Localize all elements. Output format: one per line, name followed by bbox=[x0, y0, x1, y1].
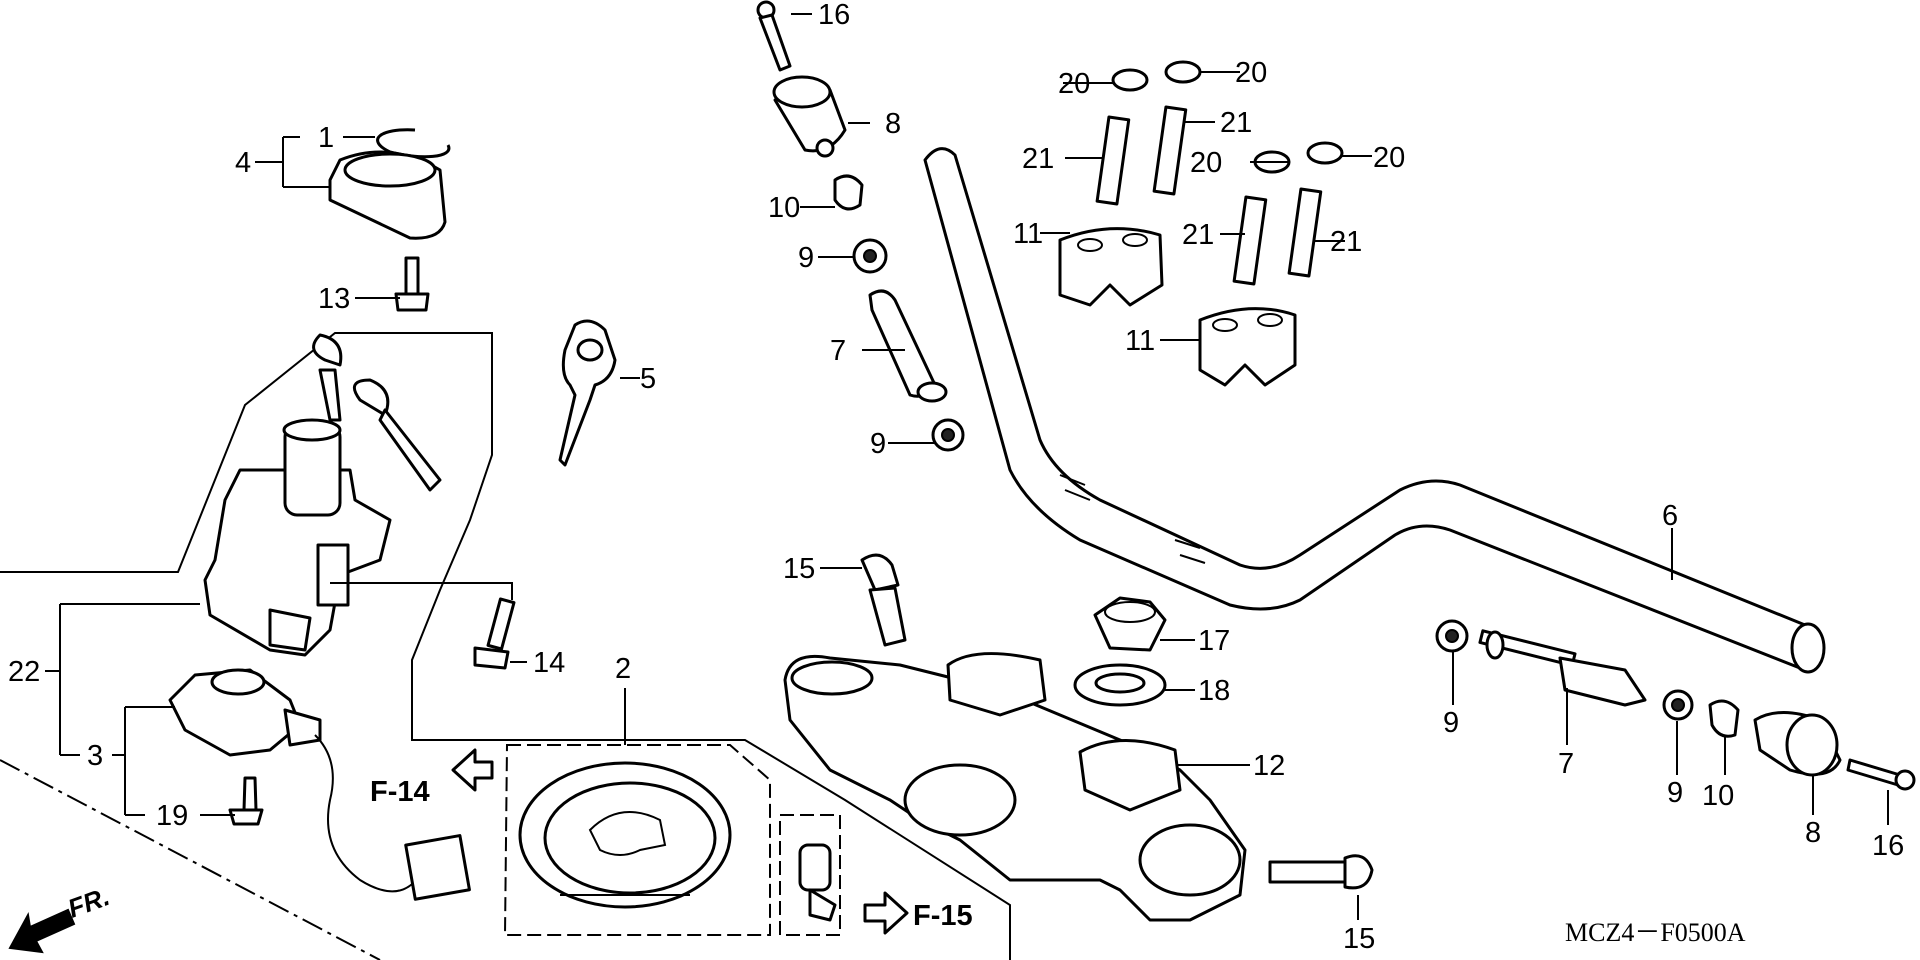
callout-20-d: 20 bbox=[1373, 142, 1405, 174]
part-9-lower-washer bbox=[931, 418, 965, 452]
part-9-upper-washer bbox=[852, 238, 888, 274]
callout-11-upper: 11 bbox=[1013, 218, 1043, 250]
callout-9-upper: 9 bbox=[798, 242, 814, 274]
callout-5: 5 bbox=[640, 363, 656, 395]
reference-f14-label: F-14 bbox=[370, 776, 430, 808]
part-16-upper-screw bbox=[756, 0, 792, 72]
part-2-lock-cylinder bbox=[798, 843, 837, 922]
callout-3: 3 bbox=[87, 740, 103, 772]
part-15-lower-bolt bbox=[1268, 854, 1374, 890]
reference-f15: F-15 bbox=[863, 891, 973, 935]
callout-12: 12 bbox=[1253, 750, 1285, 782]
part-10-right-clip bbox=[1708, 699, 1740, 738]
callout-7-right: 7 bbox=[1558, 748, 1574, 780]
part-10-upper-clip bbox=[833, 174, 864, 211]
callout-19: 19 bbox=[156, 800, 188, 832]
reference-f14: F-14 bbox=[370, 748, 494, 808]
callout-22: 22 bbox=[8, 656, 40, 688]
arrow-right-icon bbox=[863, 891, 909, 935]
part-8-upper-weight bbox=[772, 75, 847, 158]
callout-13: 13 bbox=[318, 283, 350, 315]
callout-16-right: 16 bbox=[1872, 830, 1904, 862]
callout-1: 1 bbox=[318, 122, 334, 154]
callout-9-right-1: 9 bbox=[1443, 707, 1459, 739]
callout-20-b: 20 bbox=[1235, 57, 1267, 89]
front-direction-indicator: FR. bbox=[8, 881, 114, 954]
reference-f15-label: F-15 bbox=[913, 900, 973, 932]
callout-9-right-2: 9 bbox=[1667, 777, 1683, 809]
callout-18: 18 bbox=[1198, 675, 1230, 707]
part-18-washer bbox=[1073, 663, 1167, 707]
leader-lines bbox=[45, 13, 1889, 920]
part-6-handlebar bbox=[923, 147, 1826, 674]
part-21-bolts bbox=[1095, 105, 1323, 286]
part-16-right-screw bbox=[1846, 758, 1916, 791]
callout-7-upper: 7 bbox=[830, 335, 846, 367]
part-12-top-bridge bbox=[783, 652, 1247, 922]
callout-10-right: 10 bbox=[1702, 780, 1734, 812]
part-9-right-washer-1 bbox=[1435, 619, 1469, 653]
arrow-left-icon bbox=[451, 748, 494, 792]
part-19-screw bbox=[228, 776, 264, 826]
part-3-sensor bbox=[168, 668, 471, 901]
part-14-screw bbox=[473, 597, 516, 670]
callout-labels: 1 4 13 5 14 22 3 19 2 16 8 10 9 7 9 20 2… bbox=[8, 0, 1904, 955]
callout-9-lower: 9 bbox=[870, 428, 886, 460]
callout-15-lower: 15 bbox=[1343, 923, 1375, 955]
callout-20-c: 20 bbox=[1190, 147, 1222, 179]
part-15-upper-bolt bbox=[860, 553, 907, 647]
callout-8-upper: 8 bbox=[885, 108, 901, 140]
callout-2: 2 bbox=[615, 653, 631, 685]
part-2-fuel-cap bbox=[518, 761, 732, 909]
callout-4: 4 bbox=[235, 147, 251, 179]
callout-6: 6 bbox=[1662, 500, 1678, 532]
callout-17: 17 bbox=[1198, 625, 1230, 657]
callout-20-a: 20 bbox=[1058, 68, 1090, 100]
front-direction-label: FR. bbox=[64, 881, 114, 924]
part-22-ignition-switch bbox=[203, 333, 442, 657]
front-arrow-icon bbox=[8, 908, 76, 954]
callout-21-c: 21 bbox=[1182, 219, 1214, 251]
part-7-right-weight bbox=[1478, 629, 1647, 707]
callout-11-lower: 11 bbox=[1125, 325, 1155, 357]
callout-8-right: 8 bbox=[1805, 817, 1821, 849]
callout-15-upper: 15 bbox=[783, 553, 815, 585]
callout-14: 14 bbox=[533, 647, 565, 679]
part-9-right-washer-2 bbox=[1662, 689, 1694, 721]
callout-21-a: 21 bbox=[1022, 143, 1054, 175]
part-5-key bbox=[558, 319, 617, 467]
part-17-nut bbox=[1093, 596, 1167, 652]
part-11-upper-holders bbox=[1058, 227, 1297, 387]
part-8-right-weight bbox=[1753, 711, 1842, 777]
callout-21-b: 21 bbox=[1220, 107, 1252, 139]
callout-16-upper: 16 bbox=[818, 0, 850, 31]
part-4-cover bbox=[328, 150, 447, 240]
callout-10-upper: 10 bbox=[768, 192, 800, 224]
part-13-screw bbox=[394, 256, 430, 312]
drawing-code: MCZ4－F0500A bbox=[1565, 918, 1746, 947]
part-7-upper-weight bbox=[868, 289, 948, 403]
callout-21-d: 21 bbox=[1330, 226, 1362, 258]
assembly-outlines bbox=[0, 332, 1011, 960]
